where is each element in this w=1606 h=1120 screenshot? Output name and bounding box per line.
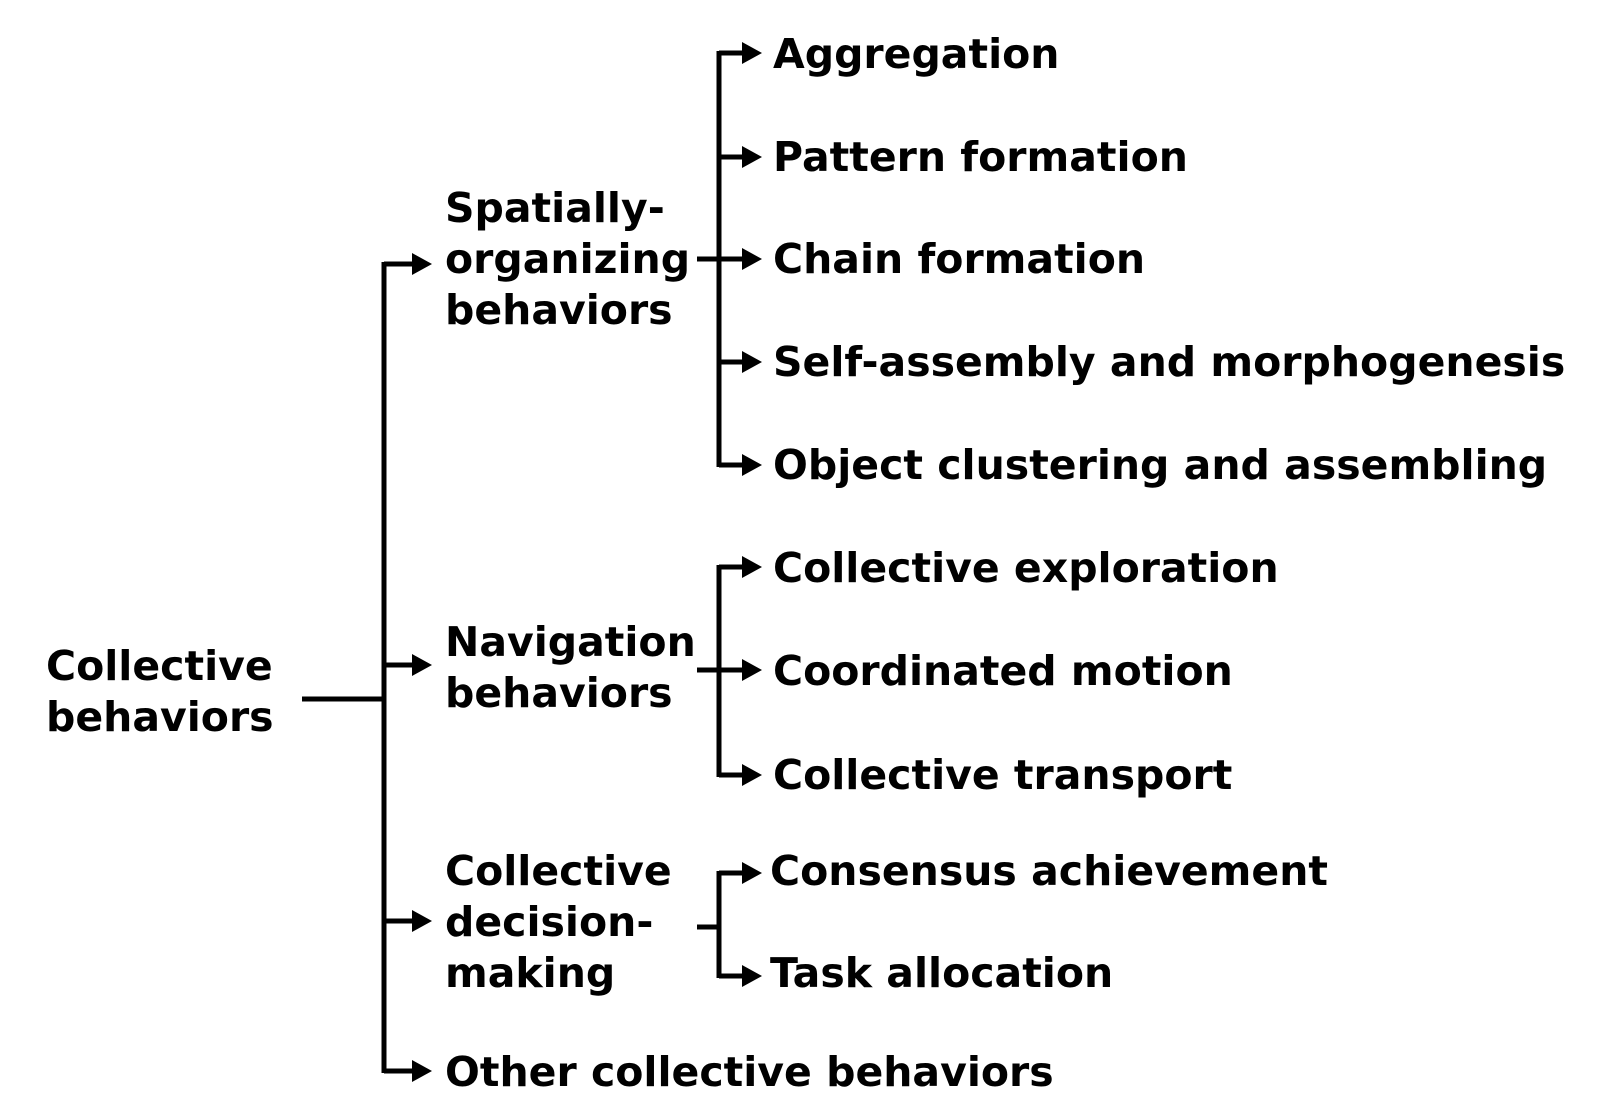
category-label-line: Navigation bbox=[445, 618, 696, 666]
leaf-label-object-clustering: Object clustering and assembling bbox=[773, 441, 1547, 489]
navigation-connectors bbox=[697, 556, 762, 786]
leaf-label-consensus-achievement: Consensus achievement bbox=[770, 847, 1328, 895]
leaf-arrowhead bbox=[742, 862, 762, 884]
category-label-line: making bbox=[445, 949, 615, 997]
leaf-arrowhead bbox=[742, 764, 762, 786]
root-node: Collective behaviors bbox=[46, 642, 274, 741]
leaf-arrowhead bbox=[742, 454, 762, 476]
leaf-label-task-allocation: Task allocation bbox=[770, 949, 1113, 997]
spatial-leaves: Aggregation Pattern formation Chain form… bbox=[773, 30, 1565, 489]
arrowhead-navigation bbox=[412, 654, 432, 676]
root-connectors bbox=[302, 253, 432, 1082]
category-label-line: Other collective behaviors bbox=[445, 1048, 1054, 1096]
leaf-arrowhead bbox=[742, 351, 762, 373]
category-label-line: behaviors bbox=[445, 669, 673, 717]
spatial-connectors bbox=[697, 42, 762, 476]
arrowhead-decision bbox=[412, 910, 432, 932]
leaf-arrowhead bbox=[742, 248, 762, 270]
leaf-arrowhead bbox=[742, 659, 762, 681]
category-navigation: Navigation behaviors bbox=[445, 618, 696, 717]
category-label-line: Spatially- bbox=[445, 184, 665, 232]
arrowhead-other bbox=[412, 1060, 432, 1082]
leaf-label-collective-transport: Collective transport bbox=[773, 751, 1232, 799]
decision-connectors bbox=[697, 862, 762, 987]
root-label-line-2: behaviors bbox=[46, 693, 274, 741]
leaf-label-coordinated-motion: Coordinated motion bbox=[773, 647, 1233, 695]
leaf-arrowhead bbox=[742, 556, 762, 578]
leaf-label-pattern-formation: Pattern formation bbox=[773, 133, 1188, 181]
root-label-line-1: Collective bbox=[46, 642, 273, 690]
leaf-arrowhead bbox=[742, 965, 762, 987]
category-label-line: decision- bbox=[445, 898, 653, 946]
category-spatially-organizing: Spatially- organizing behaviors bbox=[445, 184, 690, 334]
navigation-leaves: Collective exploration Coordinated motio… bbox=[773, 544, 1279, 799]
category-other: Other collective behaviors bbox=[445, 1048, 1054, 1096]
leaf-label-self-assembly: Self-assembly and morphogenesis bbox=[773, 338, 1565, 386]
category-decision-making: Collective decision- making bbox=[445, 847, 672, 997]
category-label-line: organizing bbox=[445, 235, 690, 283]
category-label-line: behaviors bbox=[445, 286, 673, 334]
leaf-label-aggregation: Aggregation bbox=[773, 30, 1059, 78]
leaf-label-chain-formation: Chain formation bbox=[773, 235, 1145, 283]
leaf-label-collective-exploration: Collective exploration bbox=[773, 544, 1279, 592]
leaf-arrowhead bbox=[742, 146, 762, 168]
leaf-arrowhead bbox=[742, 42, 762, 64]
decision-leaves: Consensus achievement Task allocation bbox=[770, 847, 1328, 997]
category-label-line: Collective bbox=[445, 847, 672, 895]
arrowhead-spatial bbox=[412, 253, 432, 275]
